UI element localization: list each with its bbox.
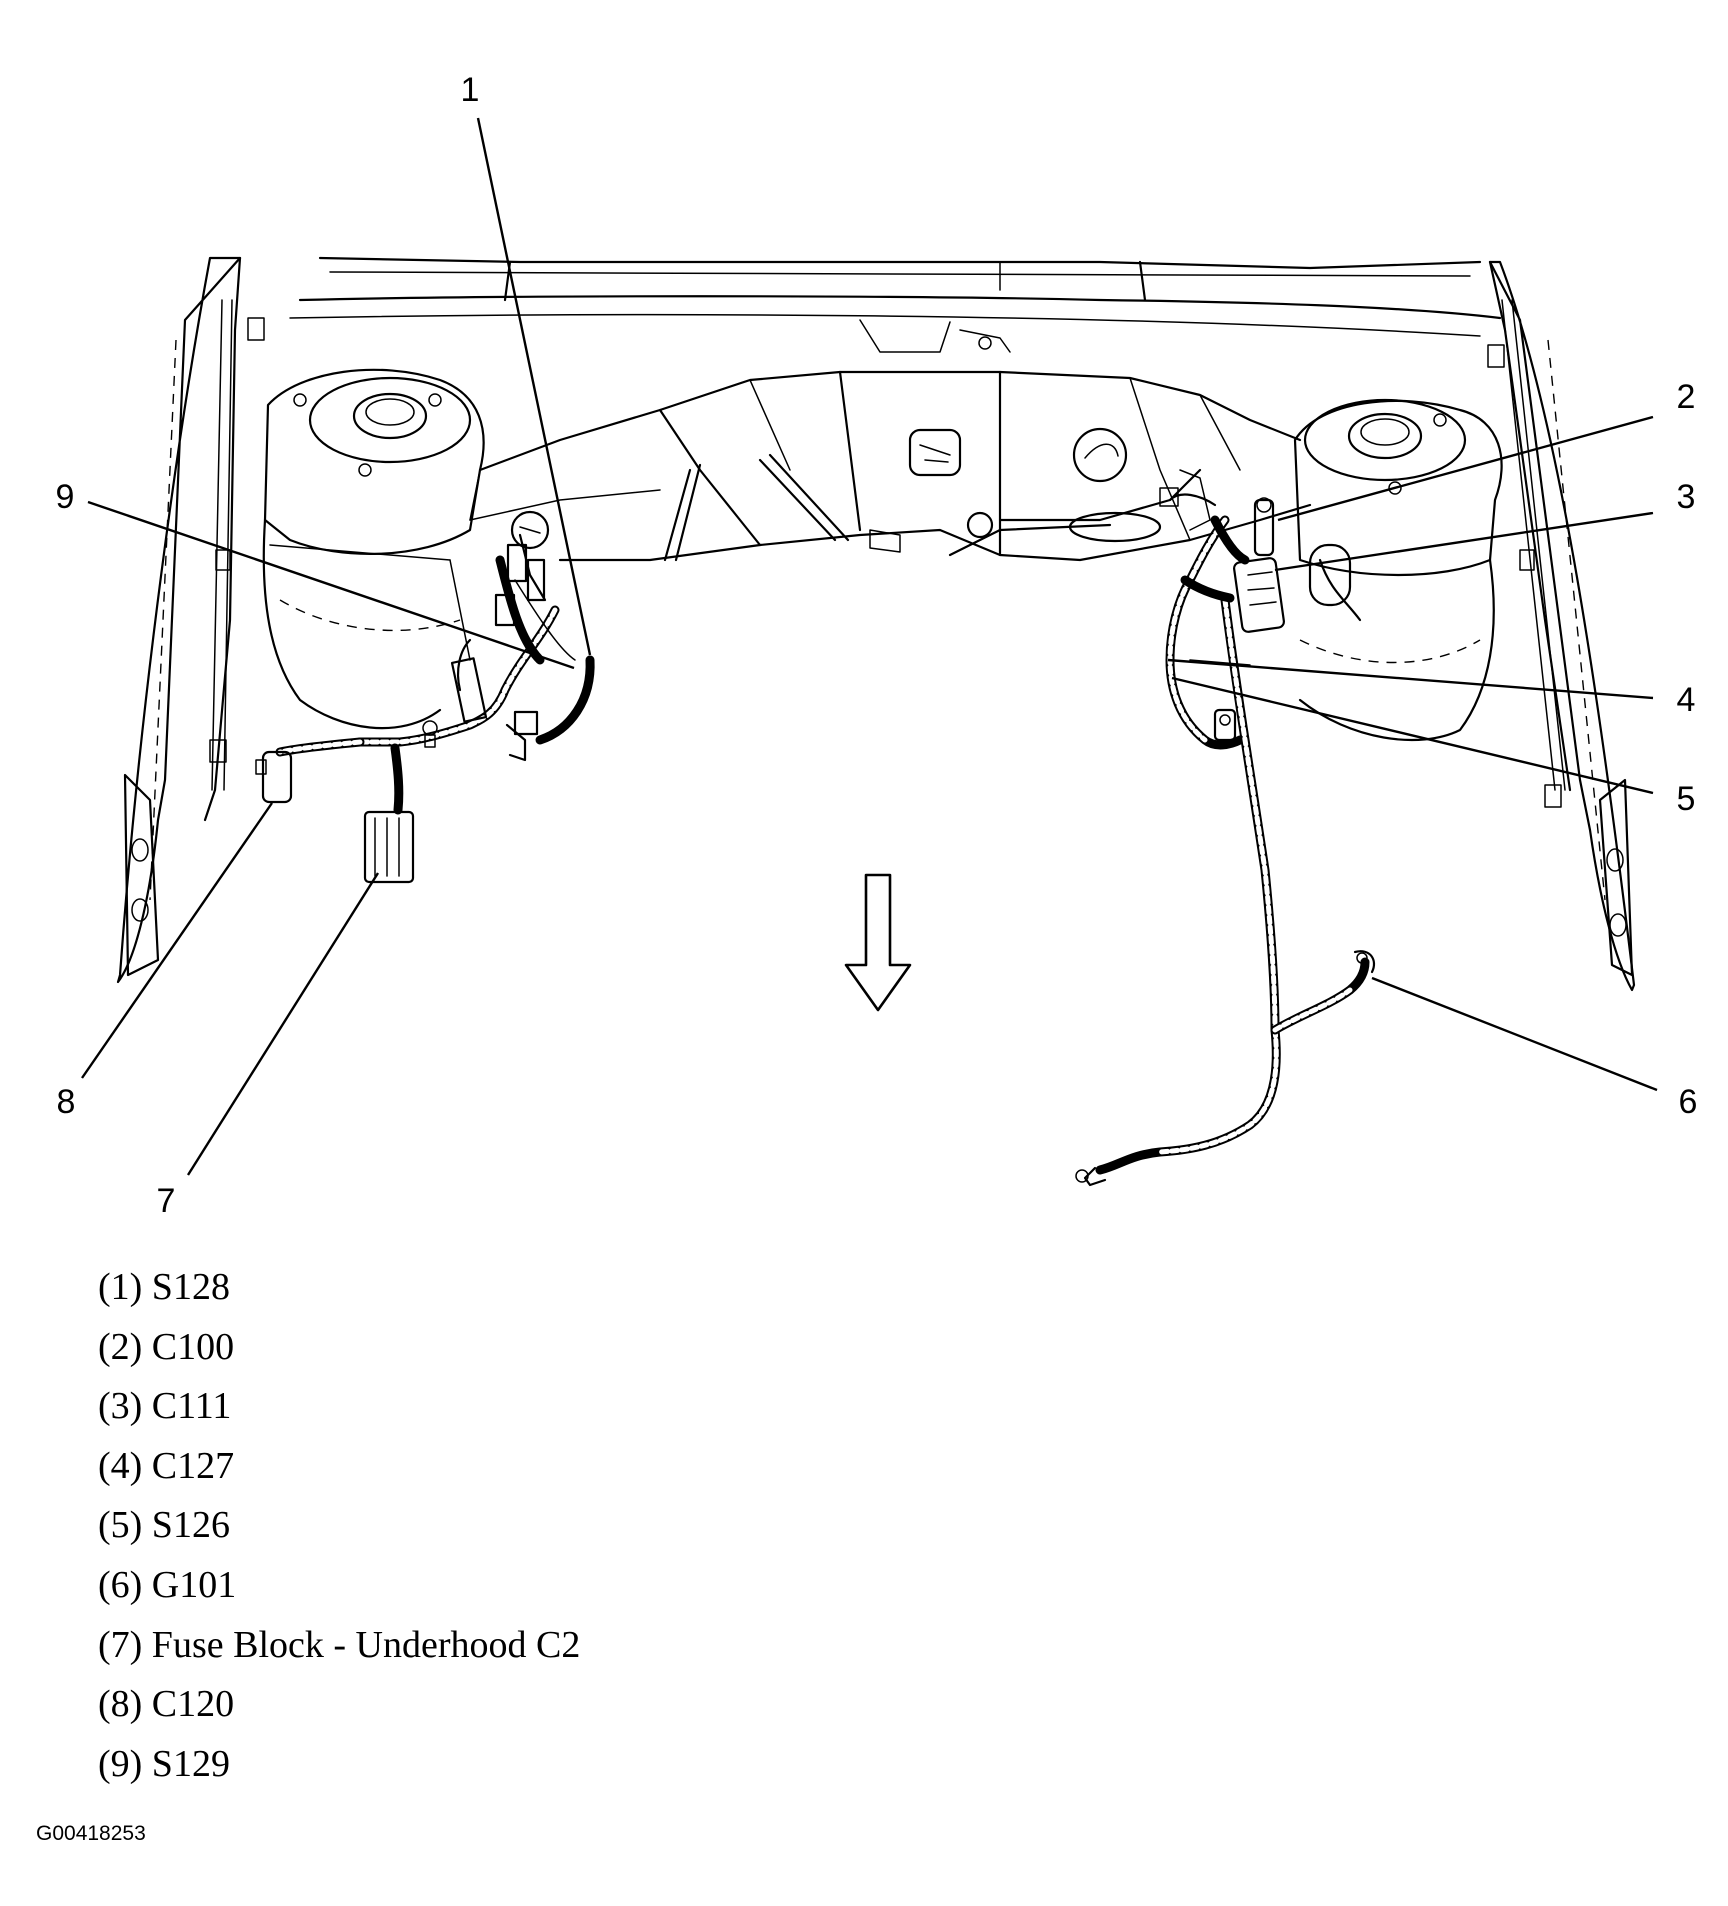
legend-item-2: (2) C100: [98, 1325, 235, 1368]
legend-item-1: (1) S128: [98, 1266, 230, 1308]
leader-line-5: [1171, 676, 1654, 795]
leader-line-4: [1167, 658, 1654, 700]
right-strut-tower: [1293, 398, 1503, 742]
legend-item-3: (3) C111: [98, 1385, 232, 1428]
leader-line-8: [81, 802, 273, 1079]
callout-number-6: 6: [1679, 1083, 1698, 1121]
leader-line-6: [1371, 976, 1658, 1092]
right-fender: [1487, 260, 1636, 992]
cowl-panel: [289, 256, 1502, 353]
callout-number-7: 7: [157, 1182, 176, 1220]
callout-leader-lines: [81, 117, 1658, 1176]
legend-item-5: (5) S126: [98, 1504, 230, 1547]
right-wiring-harness: [1075, 487, 1376, 1187]
leader-line-3: [1274, 511, 1654, 572]
figure-id: G00418253: [36, 1822, 146, 1845]
leader-line-1: [476, 117, 592, 656]
direction-arrow-icon: [844, 873, 912, 1012]
firewall-crossmember: [469, 370, 1312, 562]
callout-number-4: 4: [1677, 681, 1696, 719]
legend-item-6: (6) G101: [98, 1563, 237, 1606]
callout-number-1: 1: [461, 71, 480, 109]
leader-line-9: [87, 500, 575, 670]
left-wiring-harness: [255, 510, 595, 884]
callout-number-5: 5: [1677, 780, 1696, 818]
legend-item-8: (8) C120: [98, 1683, 235, 1726]
leader-line-7: [186, 872, 380, 1176]
leader-line-2: [1277, 415, 1654, 522]
callout-number-2: 2: [1677, 378, 1696, 416]
callout-number-8: 8: [57, 1083, 76, 1121]
callout-number-9: 9: [56, 478, 75, 516]
legend-item-9: (9) S129: [98, 1742, 230, 1785]
callout-legend: (1) S128 (2) C100 (3) C111 (4) C127 (5) …: [98, 1258, 580, 1794]
callout-numbers: 1 2 3 4 5 6 7 8 9: [56, 71, 1698, 1220]
left-fender: [116, 256, 265, 984]
legend-item-7: (7) Fuse Block - Underhood C2: [98, 1623, 581, 1666]
left-strut-tower: [262, 368, 485, 730]
legend-item-4: (4) C127: [98, 1444, 235, 1487]
callout-number-3: 3: [1677, 478, 1696, 516]
